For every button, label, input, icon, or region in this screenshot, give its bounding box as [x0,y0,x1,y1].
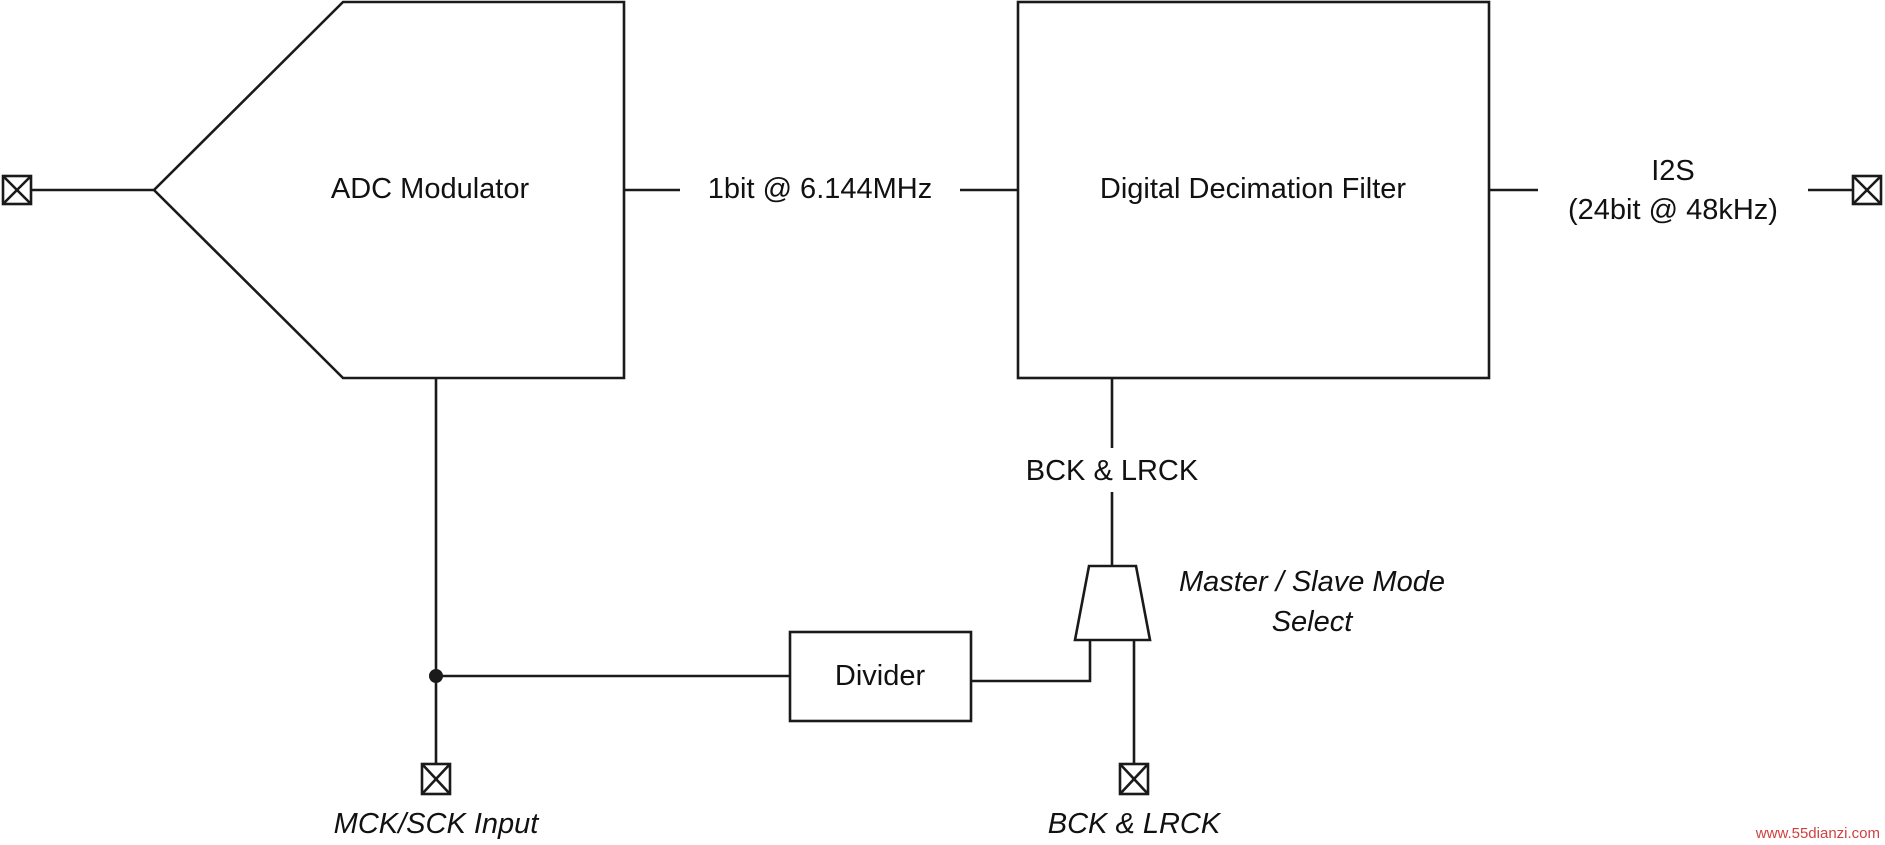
bitstream-label-bg [680,168,960,212]
analog-input-pin [1,174,33,206]
mode-select-label: Master / Slave Mode [1179,566,1445,598]
i2s-label-bg [1538,150,1808,230]
mode-select-label-line2: Select [1272,606,1355,638]
i2s-format-label: (24bit @ 48kHz) [1568,194,1778,226]
mode-select-mux [1073,564,1152,642]
clock-internal-label: BCK & LRCK [1026,455,1199,487]
clock-label-bg [1010,448,1218,492]
adc-modulator-block [152,0,626,380]
decimation-filter-label: Digital Decimation Filter [1100,173,1407,205]
bitstream-label: 1bit @ 6.144MHz [708,173,932,205]
bck-lrck-pin-label: BCK & LRCK [1048,808,1222,840]
mck-input-pin [420,762,452,796]
mck-input-label: MCK/SCK Input [334,808,541,840]
divider-block [788,630,973,723]
divider-label: Divider [835,660,926,692]
adc-modulator-label: ADC Modulator [331,173,530,205]
bck-lrck-pin [1118,762,1150,796]
divider-output-wire [971,640,1092,683]
i2s-output-pin [1851,174,1883,206]
watermark: www.55dianzi.com [1755,825,1880,842]
i2s-label: I2S [1651,155,1695,187]
